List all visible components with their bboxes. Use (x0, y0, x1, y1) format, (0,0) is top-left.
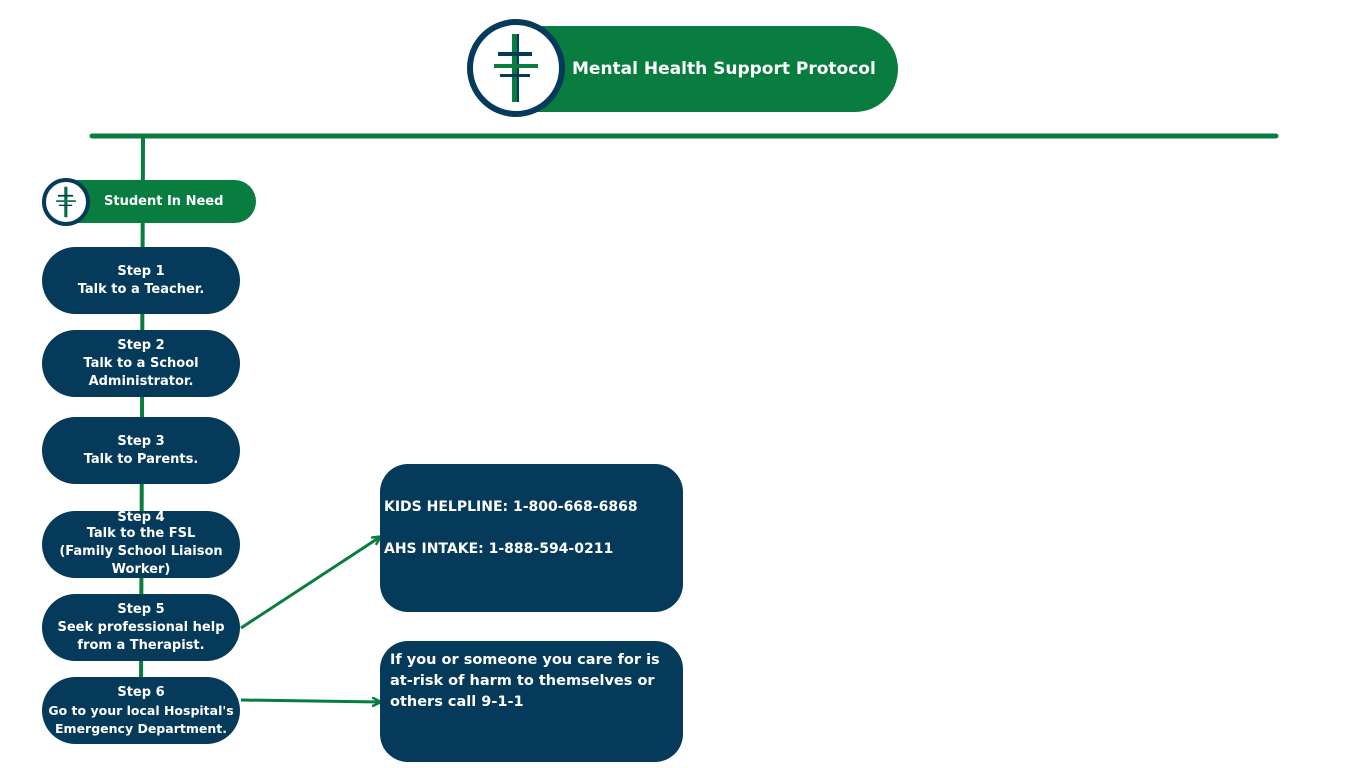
header-title-banner: Mental Health Support Protocol (505, 26, 898, 112)
step-4-node: Step 4 Talk to the FSL (Family School Li… (42, 510, 240, 578)
step-description: Talk to Parents. (83, 451, 199, 467)
cross-logo-icon (56, 186, 76, 218)
student-in-need-node: Student In Need (64, 180, 256, 223)
arrow-step6-to-emergency (240, 700, 380, 702)
step-title: Step 4 (117, 510, 165, 525)
step-description: Seek professional help from a Therapist. (57, 619, 225, 653)
emergency-text: If you or someone you care for is at-ris… (390, 652, 660, 710)
emergency-info-box: If you or someone you care for is at-ris… (380, 641, 683, 762)
cross-logo-icon (494, 34, 538, 102)
step-2-node: Step 2 Talk to a School Administrator. (42, 330, 240, 397)
step-title: Step 3 (117, 433, 165, 449)
kids-helpline-text: KIDS HELPLINE: 1-800-668-6868 (384, 499, 638, 515)
step-title: Step 6 (117, 684, 165, 700)
arrow-step5-to-helplines (240, 537, 380, 630)
step-5-node: Step 5 Seek professional help from a The… (42, 594, 240, 661)
ahs-intake-text: AHS INTAKE: 1-888-594-0211 (384, 541, 614, 557)
step-description: Talk to a Teacher. (77, 281, 205, 297)
student-in-need-label: Student In Need (104, 194, 224, 209)
step-title: Step 5 (117, 601, 165, 617)
step-6-node: Step 6 Go to your local Hospital's Emerg… (42, 677, 240, 744)
step-description: Go to your local Hospital's Emergency De… (48, 702, 234, 736)
step-3-node: Step 3 Talk to Parents. (42, 417, 240, 484)
step-title: Step 2 (117, 337, 165, 353)
step-description: Talk to a School Administrator. (83, 355, 199, 389)
page-title: Mental Health Support Protocol (572, 59, 876, 79)
start-node-logo (42, 178, 90, 226)
step-1-node: Step 1 Talk to a Teacher. (42, 247, 240, 314)
step-description: Talk to the FSL (Family School Liaison W… (59, 526, 223, 577)
header-logo (467, 19, 565, 117)
step-title: Step 1 (117, 263, 165, 279)
helpline-info-box: KIDS HELPLINE: 1-800-668-6868 AHS INTAKE… (380, 464, 683, 612)
